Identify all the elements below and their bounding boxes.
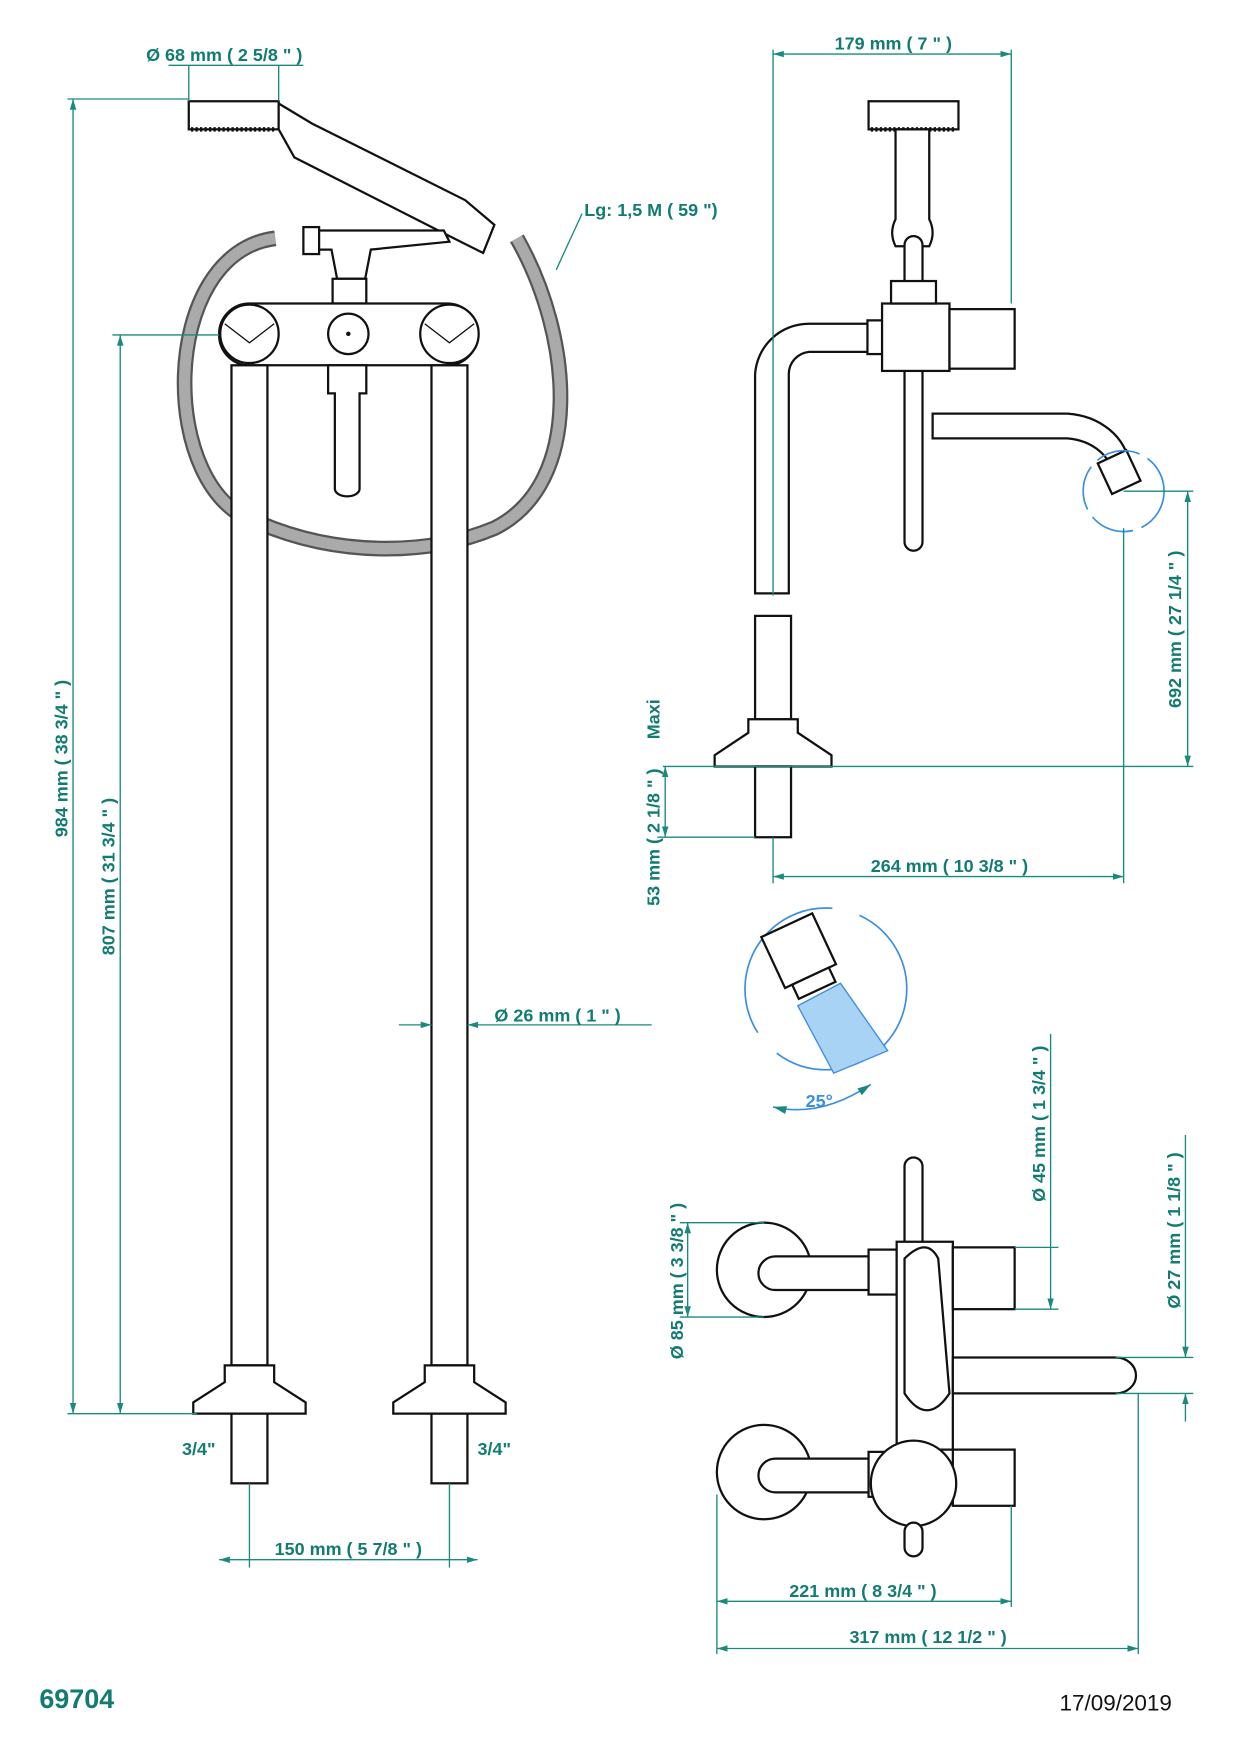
thread-left-label: 3/4" bbox=[182, 1439, 216, 1459]
side-view bbox=[713, 100, 1165, 839]
spout-diameter-label: Ø 27 mm ( 1 1/8 " ) bbox=[1164, 1152, 1184, 1308]
right-leg bbox=[430, 364, 469, 1367]
body-height-label: 807 mm ( 31 3/4 " ) bbox=[99, 798, 119, 955]
right-flange bbox=[392, 1364, 507, 1415]
head-diameter-label: Ø 68 mm ( 2 5/8 " ) bbox=[146, 45, 302, 65]
maxi-label: Maxi bbox=[644, 699, 664, 739]
thread-right-label: 3/4" bbox=[478, 1439, 512, 1459]
flange-diameter-label: Ø 85 mm ( 3 3/8 " ) bbox=[667, 1203, 687, 1359]
bath-spout bbox=[326, 364, 368, 498]
hot-handle bbox=[419, 303, 480, 365]
product-reference: 69704 bbox=[39, 1684, 114, 1714]
front-view-dimensions: Ø 68 mm ( 2 5/8 " ) Lg: 1,5 M ( 59 ") 98… bbox=[51, 45, 718, 1568]
side-width-label: 179 mm ( 7 " ) bbox=[835, 34, 952, 54]
shower-head bbox=[187, 100, 280, 131]
hose-length-label: Lg: 1,5 M ( 59 ") bbox=[584, 200, 717, 220]
shower-handle bbox=[277, 101, 496, 255]
front-view bbox=[176, 100, 569, 1485]
centers-label: 150 mm ( 5 7/8 " ) bbox=[275, 1539, 422, 1559]
side-handle bbox=[948, 308, 1016, 370]
top-handle-lower bbox=[951, 1448, 1016, 1507]
drawing-date: 17/09/2019 bbox=[1059, 1690, 1171, 1715]
left-flange bbox=[192, 1364, 307, 1415]
hose-nut bbox=[331, 277, 368, 305]
pipe-diameter-label: Ø 26 mm ( 1 " ) bbox=[494, 1006, 620, 1026]
body-depth-label: 221 mm ( 8 3/4 " ) bbox=[789, 1581, 936, 1601]
cold-handle bbox=[219, 303, 280, 365]
handle-diameter-label: Ø 45 mm ( 1 3/4 " ) bbox=[1029, 1046, 1049, 1202]
side-view-dimensions: 179 mm ( 7 " ) 692 mm ( 27 1/4 " ) Maxi … bbox=[644, 34, 1194, 906]
top-handle-upper bbox=[951, 1246, 1016, 1311]
shower-holder bbox=[307, 229, 452, 280]
spout-height-label: 692 mm ( 27 1/4 " ) bbox=[1165, 551, 1185, 708]
total-depth-label: 317 mm ( 12 1/2 " ) bbox=[849, 1627, 1006, 1647]
projection-label: 264 mm ( 10 3/8 " ) bbox=[871, 856, 1028, 876]
stub-length-label: 53 mm ( 2 1/8 " ) bbox=[644, 769, 664, 906]
total-height-label: 984 mm ( 38 3/4 " ) bbox=[51, 680, 71, 837]
nozzle-detail: 25° bbox=[744, 907, 908, 1114]
spray-area bbox=[796, 982, 889, 1075]
top-view-dimensions: Ø 45 mm ( 1 3/4 " ) Ø 27 mm ( 1 1/8 " ) … bbox=[667, 1033, 1194, 1655]
top-diverter bbox=[869, 1439, 958, 1528]
top-spout bbox=[951, 1356, 1138, 1395]
top-view bbox=[715, 1156, 1138, 1558]
left-leg bbox=[230, 364, 269, 1367]
angle-label: 25° bbox=[806, 1091, 833, 1111]
